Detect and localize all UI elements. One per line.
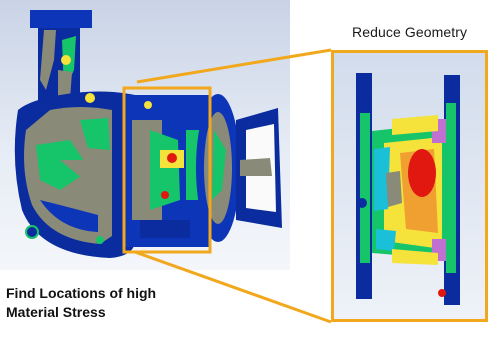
pump-volute-casing bbox=[14, 91, 135, 258]
diagram-title: Reduce Geometry bbox=[352, 24, 468, 40]
pump-model-render bbox=[14, 10, 282, 258]
reduced-geometry-view bbox=[331, 50, 488, 322]
reduced-geometry-section bbox=[356, 73, 460, 305]
pump-bearing-housing bbox=[196, 94, 282, 242]
stress-note-line-2: Material Stress bbox=[6, 304, 106, 320]
stress-note-line-1: Find Locations of high bbox=[6, 285, 157, 301]
reduced-geometry-render bbox=[356, 73, 460, 305]
pump-outlet-pipe bbox=[30, 10, 92, 110]
stress-note: Find Locations of high Material Stress bbox=[6, 284, 206, 322]
pump-model-view bbox=[0, 0, 290, 270]
